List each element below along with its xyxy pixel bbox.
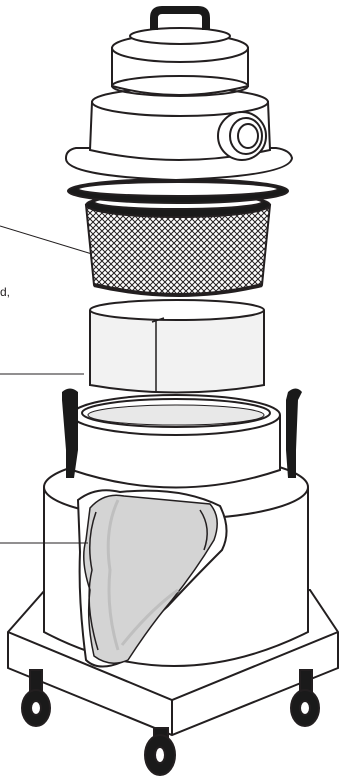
upper-tank-ring <box>72 395 280 488</box>
latch-left <box>62 389 78 479</box>
filter-sleeve <box>90 300 264 393</box>
power-switch <box>218 112 266 160</box>
carry-handle <box>150 6 210 30</box>
latch-right <box>286 389 302 479</box>
callout-line-filter <box>0 226 92 254</box>
gasket <box>68 179 288 203</box>
cartridge-filter <box>86 193 270 295</box>
power-head <box>66 6 292 180</box>
